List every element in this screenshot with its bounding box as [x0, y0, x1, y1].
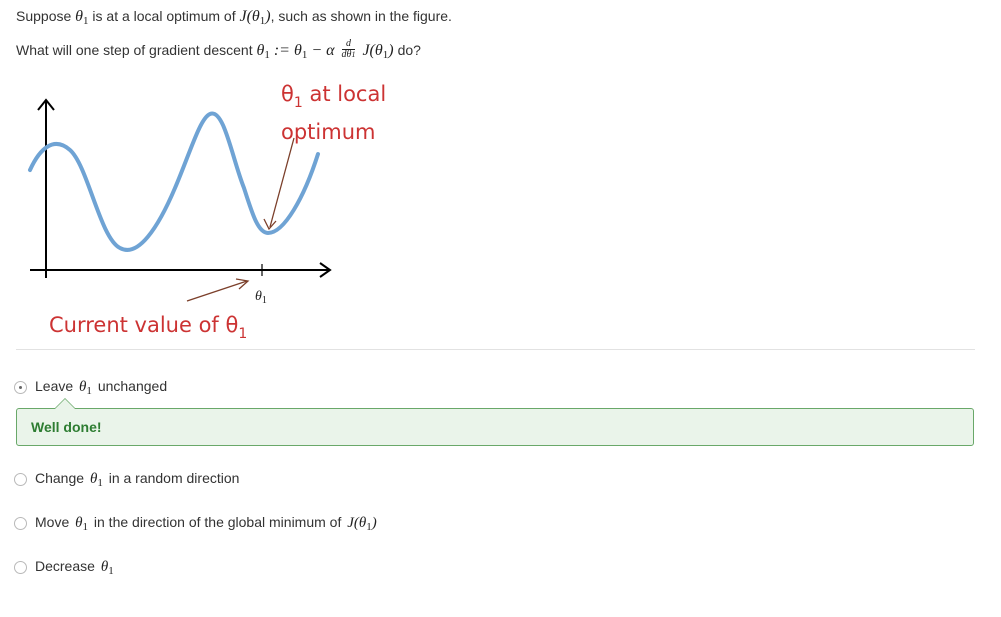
- local-optimum-label: θ1 at local optimum: [281, 82, 387, 144]
- question-text: do?: [397, 42, 421, 58]
- current-value-arrowhead: [235, 278, 250, 290]
- feedback-caret-fill: [55, 399, 75, 409]
- radio-button-selected[interactable]: [14, 380, 27, 394]
- feedback-message: Well done!: [31, 419, 102, 435]
- derivative-fraction: d dθ1: [341, 37, 356, 60]
- update-rule: θ1 := θ1 − α d dθ1 J(θ1): [256, 37, 394, 61]
- local-optimum-pointer: [269, 137, 295, 228]
- option-move-global-minimum[interactable]: Move θ1 in the direction of the global m…: [14, 512, 379, 534]
- axis-theta-label: θ1: [255, 289, 267, 306]
- cost-function-plot: θ1: [28, 98, 332, 306]
- question-text: What will one step of gradient descent: [16, 42, 253, 58]
- radio-button[interactable]: [14, 472, 27, 486]
- radio-button[interactable]: [14, 516, 27, 530]
- current-value-pointer: [186, 280, 248, 302]
- option-label: Decrease θ1: [35, 557, 114, 577]
- question-text: is at a local optimum of: [92, 8, 236, 24]
- radio-button[interactable]: [14, 560, 27, 574]
- y-axis-arrow: [37, 98, 55, 111]
- cost-function: J(θ1): [239, 8, 271, 27]
- question-line-1: Suppose θ1 is at a local optimum of J(θ1…: [16, 6, 452, 31]
- feedback-box: Well done!: [16, 398, 974, 446]
- divider: [16, 349, 975, 350]
- cost-curve: [28, 111, 320, 252]
- question-text: , such as shown in the figure.: [270, 8, 452, 24]
- theta-symbol: θ1: [75, 8, 89, 27]
- current-value-label: Current value of θ1: [49, 313, 248, 342]
- option-label: Move θ1 in the direction of the global m…: [35, 513, 377, 533]
- option-change-random[interactable]: Change θ1 in a random direction: [14, 468, 239, 490]
- option-decrease[interactable]: Decrease θ1: [14, 556, 116, 578]
- option-label: Change θ1 in a random direction: [35, 469, 240, 489]
- figure: θ1 θ1 at local optimum Current value of …: [0, 78, 420, 348]
- question-line-2: What will one step of gradient descent θ…: [16, 37, 421, 65]
- option-label: Leave θ1 unchanged: [35, 377, 168, 397]
- x-axis-arrow: [319, 262, 332, 278]
- local-optimum-arrowhead: [263, 218, 277, 231]
- option-leave-unchanged[interactable]: Leave θ1 unchanged: [14, 376, 167, 398]
- question-text: Suppose: [16, 8, 72, 24]
